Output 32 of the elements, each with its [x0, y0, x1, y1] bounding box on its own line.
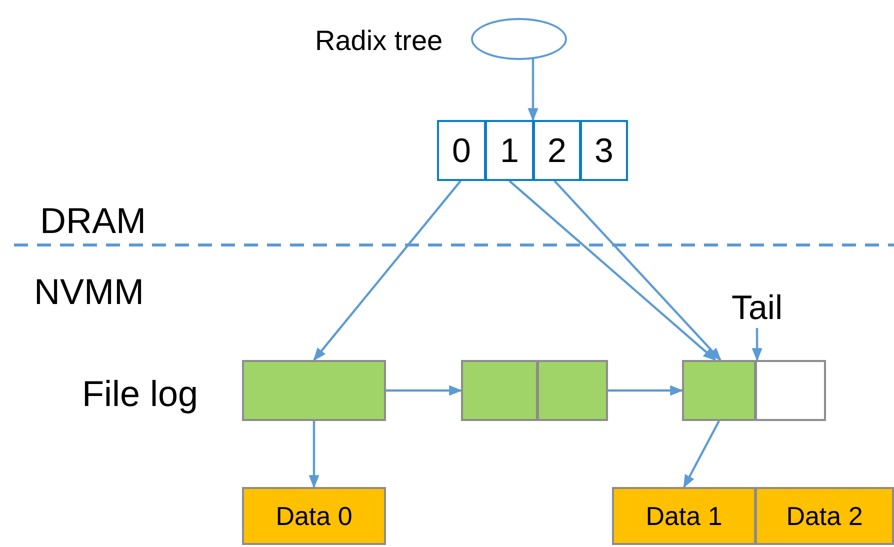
block-label: Data 1 [646, 503, 722, 529]
log-entry [461, 360, 538, 421]
tree-label: Radix tree [315, 27, 443, 55]
arrow [308, 421, 320, 488]
arrow [313, 180, 462, 362]
arrow [554, 180, 722, 361]
index-slot [437, 120, 486, 181]
block-label: Data 0 [276, 503, 352, 529]
tail-label: Tail [731, 291, 783, 325]
slot-index: 2 [548, 134, 566, 168]
data-block [755, 487, 894, 545]
row-label: File log [82, 376, 198, 412]
index-slot [580, 120, 628, 181]
region-label: NVMM [34, 274, 144, 310]
log-entry [537, 360, 608, 421]
log-entry [242, 360, 386, 421]
arrow [752, 328, 762, 362]
slot-index: 1 [500, 134, 519, 168]
log-entry [682, 360, 756, 421]
arrow [508, 180, 716, 361]
index-slot [533, 120, 581, 181]
index-slot [485, 120, 534, 181]
slot-index: 0 [452, 134, 471, 168]
data-block [612, 487, 756, 545]
region-label: DRAM [40, 203, 146, 239]
block-label: Data 2 [786, 503, 863, 529]
data-block [242, 487, 386, 545]
arrow [386, 385, 462, 396]
arrow [608, 385, 684, 396]
arrow [528, 58, 538, 122]
arrow [683, 420, 720, 488]
slot-index: 3 [594, 134, 614, 168]
